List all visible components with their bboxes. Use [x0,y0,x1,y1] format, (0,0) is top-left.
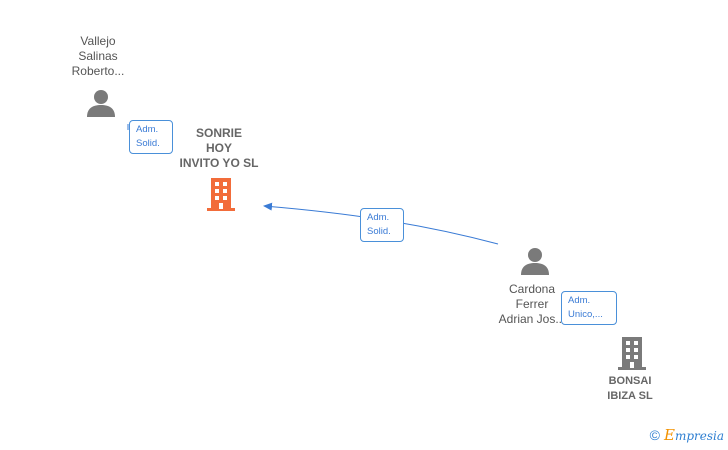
building-icon[interactable] [205,176,237,212]
company-label-sonrie[interactable]: SONRIE HOY INVITO YO SL [164,126,274,171]
building-icon[interactable] [616,335,648,371]
brand-name: mpresia [674,429,724,443]
person-name-line: Salinas [78,49,118,63]
company-name-line: BONSAI [608,375,652,387]
role-badge[interactable]: Adm. Unico,... [561,291,617,325]
person-name-line: Roberto... [71,64,125,78]
person-name-line: Cardona [508,282,556,296]
role-text: Solid. [136,138,160,149]
person-icon[interactable] [520,246,550,276]
person-icon[interactable] [86,88,116,118]
role-text: Solid. [367,226,391,237]
person-name-line: Adrian Jos... [498,312,566,326]
company-label-bonsai[interactable]: BONSAI IBIZA SL [590,374,670,404]
role-text: Adm. [136,124,159,135]
brand-initial: E [663,426,675,444]
company-name-line: HOY [205,141,232,155]
person-label-cardona[interactable]: Cardona Ferrer Adrian Jos... [492,282,572,327]
role-text: Unico,... [568,309,603,320]
brand-footer: © Empresia [650,426,724,444]
role-badge[interactable]: Adm. Solid. [360,208,404,242]
person-label-vallejo[interactable]: Vallejo Salinas Roberto... [58,34,138,79]
person-name-line: Vallejo [80,34,116,48]
company-name-line: INVITO YO SL [179,156,259,170]
company-name-line: SONRIE [195,126,242,140]
brand-logo: Empresia [664,426,724,444]
role-badge[interactable]: Adm. Solid. [129,120,173,154]
role-text: Adm. [367,212,390,223]
role-text: Adm. [568,295,591,306]
company-name-line: IBIZA SL [607,390,653,402]
copyright-icon: © [649,427,660,443]
person-name-line: Ferrer [515,297,549,311]
